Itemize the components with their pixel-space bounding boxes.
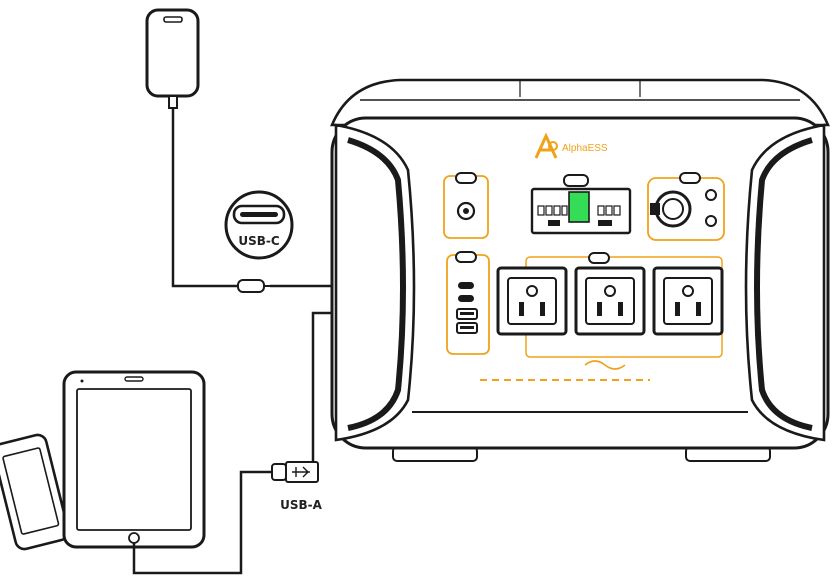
usb-c-charger-icon	[145, 8, 200, 109]
dc-output-panel	[443, 172, 489, 239]
usb-a-cable	[132, 470, 272, 575]
ac-outlets-panel	[480, 252, 724, 381]
power-switch-panel	[647, 172, 725, 241]
usb-c-port-2	[458, 295, 474, 302]
usb-ports-panel	[446, 251, 490, 355]
usb-c-plug-icon	[237, 279, 270, 293]
usb-c-port-1	[458, 282, 474, 289]
ac-outlet-icon	[574, 266, 646, 336]
tablet-icon	[62, 370, 206, 549]
usb-c-cable	[171, 108, 238, 288]
brand-name: AlphaESS	[562, 143, 608, 154]
power-station: AlphaESS	[330, 78, 830, 462]
alphaess-logo-icon	[534, 132, 558, 159]
lcd-display	[530, 174, 632, 235]
usb-a-label: USB-A	[280, 498, 323, 512]
usb-c-label: USB-C	[238, 234, 280, 248]
ac-outlet-icon	[652, 266, 724, 336]
smartphone-icon	[0, 433, 70, 551]
usb-c-badge: USB-C	[224, 190, 294, 260]
usb-a-plug-icon	[271, 461, 319, 483]
ac-outlet-icon	[496, 266, 568, 336]
